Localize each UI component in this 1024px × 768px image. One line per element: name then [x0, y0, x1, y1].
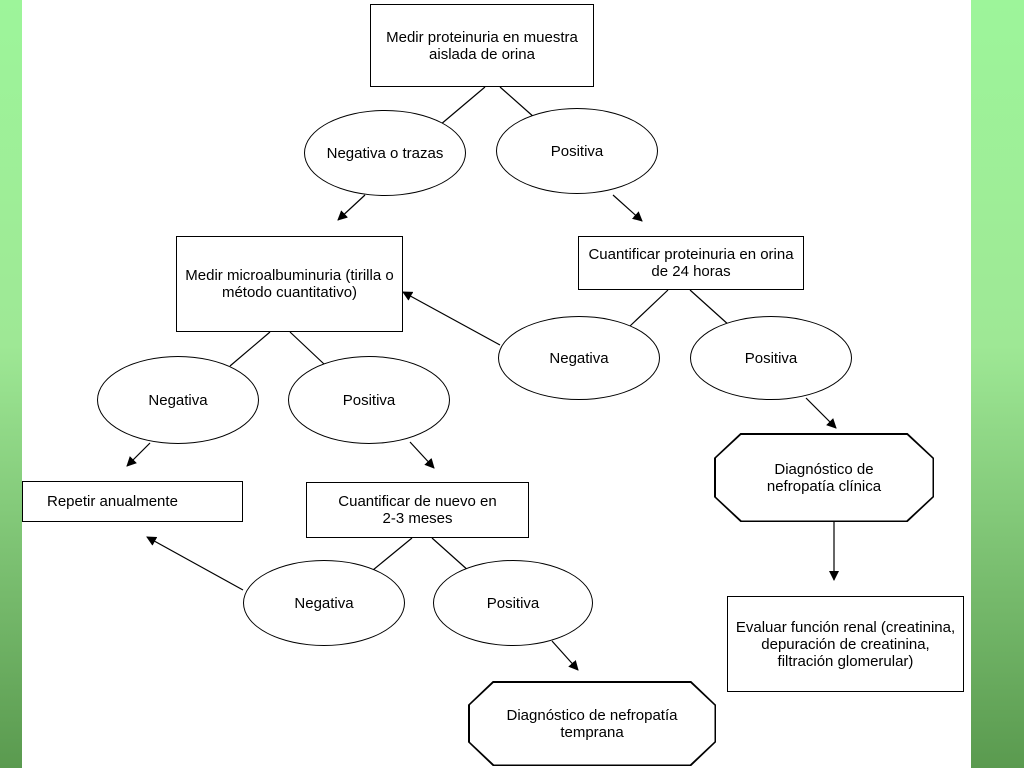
octagon-diagnostico-temprana: Diagnóstico de nefropatía temprana	[468, 681, 716, 766]
node-label: Evaluar función renal (creatinina, depur…	[735, 618, 956, 670]
left-side-panel	[0, 0, 22, 768]
connector-micro-to-positiva	[289, 331, 325, 365]
node-label: Positiva	[342, 391, 396, 409]
node-label: Negativa	[294, 594, 354, 612]
node-cuantificar-nuevo: Cuantificar de nuevo en 2-3 meses	[306, 482, 529, 538]
ellipse-negativa-3: Negativa	[97, 356, 259, 444]
ellipse-positiva-4: Positiva	[433, 560, 593, 646]
connector-nuevo-to-positiva	[431, 537, 471, 573]
node-label: Positiva	[744, 349, 798, 367]
arrow-positiva-to-temprana	[551, 640, 579, 671]
ellipse-negativa-4: Negativa	[243, 560, 405, 646]
octagon-diagnostico-clinica: Diagnóstico de nefropatía clínica	[714, 433, 934, 522]
node-evaluar-funcion-renal: Evaluar función renal (creatinina, depur…	[727, 596, 964, 692]
node-repetir-anualmente: Repetir anualmente	[22, 481, 243, 522]
node-cuantificar-24h: Cuantificar proteinuria en orina de 24 h…	[578, 236, 804, 290]
node-label: Cuantificar de nuevo en 2-3 meses	[338, 493, 497, 527]
node-label: Medir microalbuminuria (tirilla o método…	[185, 267, 394, 301]
arrow-negativa-to-repetir-back	[146, 536, 244, 591]
connector-24h-to-positiva	[689, 289, 731, 327]
node-label: Negativa	[148, 391, 208, 409]
node-label: Positiva	[486, 594, 540, 612]
arrow-positiva-to-clinica	[805, 397, 837, 429]
ellipse-positiva-3: Positiva	[288, 356, 450, 444]
arrow-negativa-to-repetir	[126, 442, 151, 467]
node-label: Diagnóstico de nefropatía clínica	[766, 460, 882, 495]
connector-24h-to-negativa	[629, 289, 669, 327]
arrow-positiva-to-cuantificar	[409, 441, 435, 469]
connector-micro-to-negativa	[229, 331, 271, 367]
connector-top-to-negativa	[439, 86, 486, 126]
node-medir-microalbuminuria: Medir microalbuminuria (tirilla o método…	[176, 236, 403, 332]
node-label: Medir proteinuria en muestra aislada de …	[386, 28, 578, 63]
node-label: Positiva	[550, 142, 604, 160]
node-label: Negativa	[549, 349, 609, 367]
right-side-panel	[971, 0, 1024, 768]
node-label: Diagnóstico de nefropatía temprana	[506, 706, 678, 741]
arrow-negativa-to-microalbuminuria-back	[402, 291, 501, 346]
node-label: Cuantificar proteinuria en orina de 24 h…	[588, 246, 794, 280]
ellipse-negativa-2: Negativa	[498, 316, 660, 400]
ellipse-positiva-1: Positiva	[496, 108, 658, 194]
node-medir-proteinuria: Medir proteinuria en muestra aislada de …	[370, 4, 594, 87]
ellipse-positiva-2: Positiva	[690, 316, 852, 400]
ellipse-negativa-trazas: Negativa o trazas	[304, 110, 466, 196]
arrow-negativa-to-microalbuminuria	[337, 194, 366, 221]
connector-nuevo-to-negativa	[372, 537, 413, 571]
arrow-positiva-to-24h	[612, 194, 643, 222]
node-label: Repetir anualmente	[47, 493, 178, 510]
node-label: Negativa o trazas	[326, 144, 444, 162]
connector-top-to-positiva	[499, 86, 536, 119]
